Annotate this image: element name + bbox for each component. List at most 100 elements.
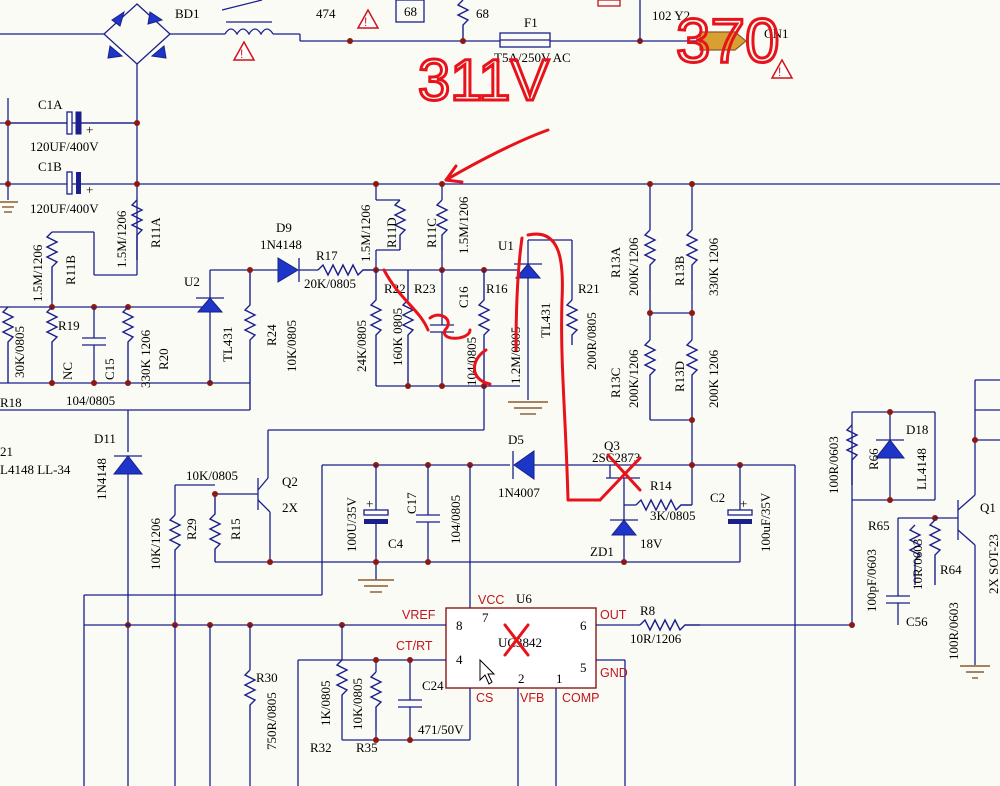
q1-label: Q1 bbox=[980, 500, 996, 515]
input-section: BD1 ! 474 ! 68 68 F1 T5A/250V AC bbox=[0, 0, 794, 98]
r20-value: 330K 1206 bbox=[138, 329, 153, 388]
pin-8: 8 bbox=[456, 618, 463, 633]
cn1-label: CN1 bbox=[764, 26, 789, 41]
u2-value: TL431 bbox=[220, 327, 235, 362]
r23-label: R23 bbox=[414, 281, 436, 296]
r13-divider bbox=[643, 181, 699, 505]
r29-value: 10K/1206 bbox=[148, 518, 163, 571]
zd1-label: ZD1 bbox=[590, 544, 614, 559]
r13a-label: R13A bbox=[608, 246, 623, 278]
r13d-value: 200K 1206 bbox=[706, 349, 721, 408]
startup-section bbox=[112, 410, 600, 786]
r21-label: R21 bbox=[578, 281, 600, 296]
r16-label: R16 bbox=[486, 281, 508, 296]
r11a-value: 1.5M/1206 bbox=[114, 210, 129, 268]
r17-value: 20K/0805 bbox=[304, 276, 356, 291]
label-68b: 68 bbox=[476, 6, 489, 21]
r64-value: 100R/0603 bbox=[946, 602, 961, 660]
pen-voltage-370: 370 bbox=[676, 7, 779, 76]
sense-network bbox=[0, 304, 250, 411]
d21-label: 21 bbox=[0, 444, 13, 459]
r35-label: R35 bbox=[356, 740, 378, 755]
pin-cs-label: CS bbox=[476, 691, 493, 705]
r65-label: R65 bbox=[868, 518, 890, 533]
d11-value: 1N4148 bbox=[94, 458, 109, 500]
r18-value: 30K/0805 bbox=[12, 326, 27, 378]
pin-5: 5 bbox=[580, 660, 587, 675]
shunt-regulator-u1 bbox=[514, 239, 579, 400]
r30-value: 750R/0805 bbox=[264, 692, 279, 750]
u2-label: U2 bbox=[184, 274, 200, 289]
c56-value: 100pF/0603 bbox=[864, 549, 879, 612]
fuse-f1 bbox=[499, 32, 712, 48]
r15-label: R15 bbox=[228, 518, 243, 540]
r18-label: R18 bbox=[0, 395, 22, 410]
warning-icon bbox=[232, 40, 256, 61]
warning-icon bbox=[770, 58, 794, 79]
pin-7: 7 bbox=[482, 610, 489, 625]
r11c-label: R11C bbox=[424, 218, 439, 248]
d21-value: L4148 LL-34 bbox=[0, 462, 71, 477]
pin-vref-label: VREF bbox=[402, 608, 436, 622]
r24-label: R24 bbox=[264, 324, 279, 346]
r20-label: R20 bbox=[156, 348, 171, 370]
r14-value: 3K/0805 bbox=[650, 508, 696, 523]
r30-label: R30 bbox=[256, 670, 278, 685]
r19-label: R19 bbox=[58, 318, 80, 333]
svg-text:+: + bbox=[740, 496, 747, 511]
q3-value: 2SC2873 bbox=[592, 450, 640, 465]
f1-label: F1 bbox=[524, 15, 538, 30]
q1-value: 2X SOT-23 bbox=[986, 534, 1000, 594]
c4-label: C4 bbox=[388, 536, 404, 551]
r11b-value: 1.5M/1206 bbox=[30, 244, 45, 302]
pen-voltage-311v: 311V bbox=[418, 48, 549, 113]
r64-label: R64 bbox=[940, 562, 962, 577]
svg-text:+: + bbox=[86, 182, 93, 197]
r11d-label: R11D bbox=[384, 217, 399, 248]
u1-value: TL431 bbox=[538, 303, 553, 338]
r14-label: R14 bbox=[650, 478, 672, 493]
pwm-controller-u6 bbox=[84, 607, 852, 786]
c15-label: C15 bbox=[102, 358, 117, 380]
r11d-value: 1.5M/1206 bbox=[358, 204, 373, 262]
pen-arrow-line bbox=[444, 128, 550, 182]
r13a-value: 200K/1206 bbox=[626, 237, 641, 296]
u6-label: U6 bbox=[516, 591, 532, 606]
d5-value: 1N4007 bbox=[498, 485, 540, 500]
svg-text:+: + bbox=[86, 122, 93, 137]
label-474: 474 bbox=[316, 6, 336, 21]
c15-value: 104/0805 bbox=[66, 393, 115, 408]
u1-label: U1 bbox=[498, 238, 514, 253]
r15-value: 10K/0805 bbox=[186, 468, 238, 483]
pin-6: 6 bbox=[580, 618, 587, 633]
pen-trace bbox=[514, 236, 524, 352]
c56-label: C56 bbox=[906, 614, 928, 629]
d18-value: LL4148 bbox=[914, 448, 929, 490]
r29-label: R29 bbox=[184, 518, 199, 540]
r17-label: R17 bbox=[316, 248, 338, 263]
label-68a: 68 bbox=[404, 4, 417, 19]
d5-label: D5 bbox=[508, 432, 524, 447]
svg-text:!: ! bbox=[364, 15, 367, 29]
zd1-value: 18V bbox=[640, 536, 663, 551]
pin-out-label: OUT bbox=[600, 608, 627, 622]
connector-cn1 bbox=[699, 31, 747, 51]
c4-value: 100U/35V bbox=[344, 497, 359, 553]
r11c-value: 1.5M/1206 bbox=[456, 196, 471, 254]
r32-label: R32 bbox=[310, 740, 332, 755]
r66-label: R66 bbox=[866, 448, 881, 470]
pin-vcc-label: VCC bbox=[478, 593, 504, 607]
fuse-rating: T5A/250V AC bbox=[494, 50, 571, 65]
r22-value: 160K 0805 bbox=[390, 308, 405, 366]
y2-label: 102 Y2 bbox=[652, 8, 690, 23]
c2-label: C2 bbox=[710, 490, 725, 505]
pin-ctrt-label: CT/RT bbox=[396, 639, 433, 653]
r16-value: 1.2M/0805 bbox=[508, 327, 523, 384]
r24-value: 10K/0805 bbox=[284, 320, 299, 372]
bridge-rectifier-bd1 bbox=[0, 3, 225, 98]
c17-label: C17 bbox=[404, 492, 419, 514]
c1b-label: C1B bbox=[38, 159, 62, 174]
pin-comp-label: COMP bbox=[562, 691, 600, 705]
pin-2: 2 bbox=[518, 671, 525, 686]
